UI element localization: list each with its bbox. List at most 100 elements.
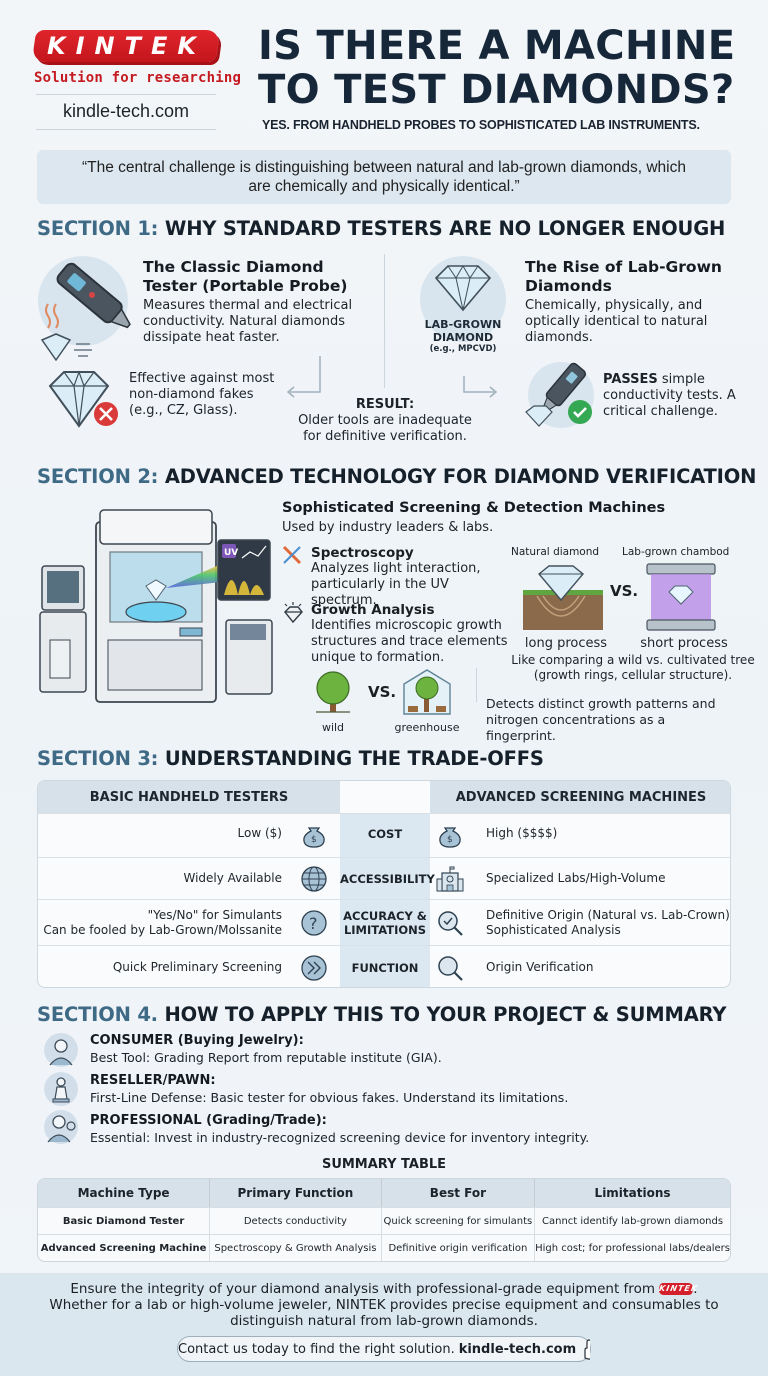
result-label: RESULT: xyxy=(355,397,415,412)
screening-machine-illustration: UV xyxy=(39,509,273,703)
website-link[interactable]: kindle-tech.com xyxy=(62,101,190,121)
section-4-heading: SECTION 4. HOW TO APPLY THIS TO YOUR PRO… xyxy=(37,1003,726,1026)
quote-box: “The central challenge is distinguishing… xyxy=(37,150,731,204)
footer-line-1-text: Ensure the integrity of your diamond ana… xyxy=(70,1281,655,1297)
magnifier-icon xyxy=(438,956,463,981)
fake-diamond-icon xyxy=(48,370,118,428)
reseller-pawn-icon xyxy=(44,1072,78,1106)
cell-primary-function: Detects conductivity xyxy=(210,1207,382,1234)
footer-line-1: Ensure the integrity of your diamond ana… xyxy=(40,1281,728,1297)
criteria-column xyxy=(340,813,430,987)
table-row: Advanced Screening Machine Spectroscopy … xyxy=(38,1234,730,1261)
accuracy-basic-line1: "Yes/No" for Simulants xyxy=(147,908,282,922)
footer-text: Ensure the integrity of your diamond ana… xyxy=(40,1281,728,1329)
tradeoffs-table: BASIC HANDHELD TESTERS ADVANCED SCREENIN… xyxy=(37,780,731,988)
logo-badge: KINTEK xyxy=(31,30,221,62)
section-3-heading: SECTION 3: UNDERSTANDING THE TRADE-OFFS xyxy=(37,747,544,770)
section-title: UNDERSTANDING THE TRADE-OFFS xyxy=(164,747,544,770)
cta-url[interactable]: kindle-tech.com xyxy=(458,1341,577,1357)
spectroscopy-title: Spectroscopy xyxy=(311,545,414,561)
summary-table: Machine Type Primary Function Best For L… xyxy=(37,1178,731,1262)
section-title: ADVANCED TECHNOLOGY FOR DIAMOND VERIFICA… xyxy=(164,465,757,488)
diamond-tester-probe-icon xyxy=(40,262,131,362)
divider xyxy=(36,129,216,130)
divider xyxy=(476,668,477,702)
arrow-right-icon xyxy=(463,376,498,398)
accessibility-advanced: Specialized Labs/High-Volume xyxy=(486,871,666,885)
section-title: WHY STANDARD TESTERS ARE NO LONGER ENOUG… xyxy=(164,217,726,240)
title-line-1: IS THERE A MACHINE xyxy=(258,23,736,69)
criterion-accuracy-line1: ACCURACY & xyxy=(343,909,427,923)
cell-best-for: Definitive origin verification xyxy=(381,1234,536,1261)
page-title: IS THERE A MACHINE TO TEST DIAMONDS? xyxy=(258,24,738,112)
quote-text: “The central challenge is distinguishing… xyxy=(82,159,686,195)
function-basic: Quick Preliminary Screening xyxy=(112,960,282,974)
section-number: SECTION 2: xyxy=(37,465,159,488)
lab-grown-text: Chemically, physically, and optically id… xyxy=(525,298,708,345)
summary-table-title: SUMMARY TABLE xyxy=(321,1157,447,1172)
cell-machine-type: Basic Diamond Tester xyxy=(38,1207,211,1234)
detects-text: Detects distinct growth patterns and nit… xyxy=(486,696,716,743)
mini-kintek-logo: KINTEK xyxy=(658,1283,700,1295)
function-advanced: Origin Verification xyxy=(486,960,594,974)
logo-text: KINTEK xyxy=(46,32,206,60)
lab-growth-chamber-icon xyxy=(646,563,716,631)
machines-heading: Sophisticated Screening & Detection Mach… xyxy=(282,500,666,516)
long-process-label: long process xyxy=(524,636,608,651)
section-number: SECTION 3: xyxy=(37,747,159,770)
svg-text:$: $ xyxy=(311,835,317,845)
footer-line-2: Whether for a lab or high-volume jeweler… xyxy=(49,1297,719,1329)
machines-subheading: Used by industry leaders & labs. xyxy=(282,520,494,535)
table-row-accuracy: "Yes/No" for Simulants Can be fooled by … xyxy=(38,899,730,945)
accuracy-advanced: Definitive Origin (Natural vs. Lab-Crown… xyxy=(486,908,730,938)
lab-chamber-label: Lab-grown chambod xyxy=(622,546,730,558)
effective-text: Effective against most non-diamond fakes… xyxy=(129,371,275,418)
growth-analysis-text: Identifies microscopic growth structures… xyxy=(311,618,508,665)
criterion-cost: COST xyxy=(367,827,403,841)
building-icon xyxy=(436,866,464,892)
passes-text: PASSES simple conductivity tests. A crit… xyxy=(603,372,743,420)
spectroscopy-icon xyxy=(282,545,302,565)
pointer-hand-icon xyxy=(584,1339,590,1360)
cell-machine-type: Advanced Screening Machine xyxy=(38,1234,211,1261)
summary-header-row: Machine Type Primary Function Best For L… xyxy=(38,1179,730,1207)
criterion-function: FUNCTION xyxy=(351,961,419,975)
basic-testers-header: BASIC HANDHELD TESTERS xyxy=(38,781,340,813)
reseller-title: RESELLER/PAWN: xyxy=(90,1073,216,1088)
question-icon: ? xyxy=(301,910,327,936)
contact-cta-button[interactable]: Contact us today to find the right solut… xyxy=(177,1336,591,1362)
column-divider xyxy=(384,254,385,388)
header-machine-type: Machine Type xyxy=(38,1179,211,1207)
money-bag-icon: $ xyxy=(303,827,325,848)
professional-avatar-icon xyxy=(44,1110,78,1144)
cta-text: Contact us today to find the right solut… xyxy=(178,1341,455,1357)
table-row-function: Quick Preliminary Screening FUNCTION Ori… xyxy=(38,945,730,987)
consumer-title: CONSUMER (Buying Jewelry): xyxy=(90,1033,304,1048)
consumer-text: Best Tool: Grading Report from reputable… xyxy=(90,1050,442,1065)
page-subtitle: YES. FROM HANDHELD PROBES TO SOPHISTICAT… xyxy=(262,118,700,132)
cell-best-for: Quick screening for simulants xyxy=(381,1207,536,1234)
accessibility-basic: Widely Available xyxy=(183,871,282,885)
consumer-avatar-icon xyxy=(44,1033,78,1067)
accuracy-advanced-line1: Definitive Origin (Natural vs. Lab-Crown… xyxy=(486,908,730,922)
short-process-label: short process xyxy=(640,636,728,651)
section-title: HOW TO APPLY THIS TO YOUR PROJECT & SUMM… xyxy=(164,1003,727,1026)
table-row: Basic Diamond Tester Detects conductivit… xyxy=(38,1207,730,1234)
advanced-machines-header: ADVANCED SCREENING MACHINES xyxy=(430,781,730,813)
natural-diamond-label: Natural diamond xyxy=(511,546,600,558)
spectroscopy-text: Analyzes light interaction, particularly… xyxy=(311,561,481,608)
greenhouse-label: greenhouse xyxy=(394,721,460,734)
money-bag-icon: $ xyxy=(439,827,461,848)
section-number: SECTION 4. xyxy=(37,1003,158,1026)
growth-analysis-icon xyxy=(284,602,303,624)
table-row-accessibility: Widely Available ACCESSIBILITY Specializ… xyxy=(38,857,730,899)
natural-diamond-ground-icon xyxy=(523,565,603,630)
cost-basic: Low ($) xyxy=(237,826,282,840)
title-line-2: TO TEST DIAMONDS? xyxy=(258,67,735,113)
lab-grown-diamond-icon xyxy=(434,265,492,312)
wild-tree-icon xyxy=(316,671,350,713)
growth-analysis-title: Growth Analysis xyxy=(311,602,435,618)
passes-bold: PASSES xyxy=(603,372,658,387)
svg-text:$: $ xyxy=(447,835,453,845)
professional-text: Essential: Invest in industry-recognized… xyxy=(90,1130,590,1145)
